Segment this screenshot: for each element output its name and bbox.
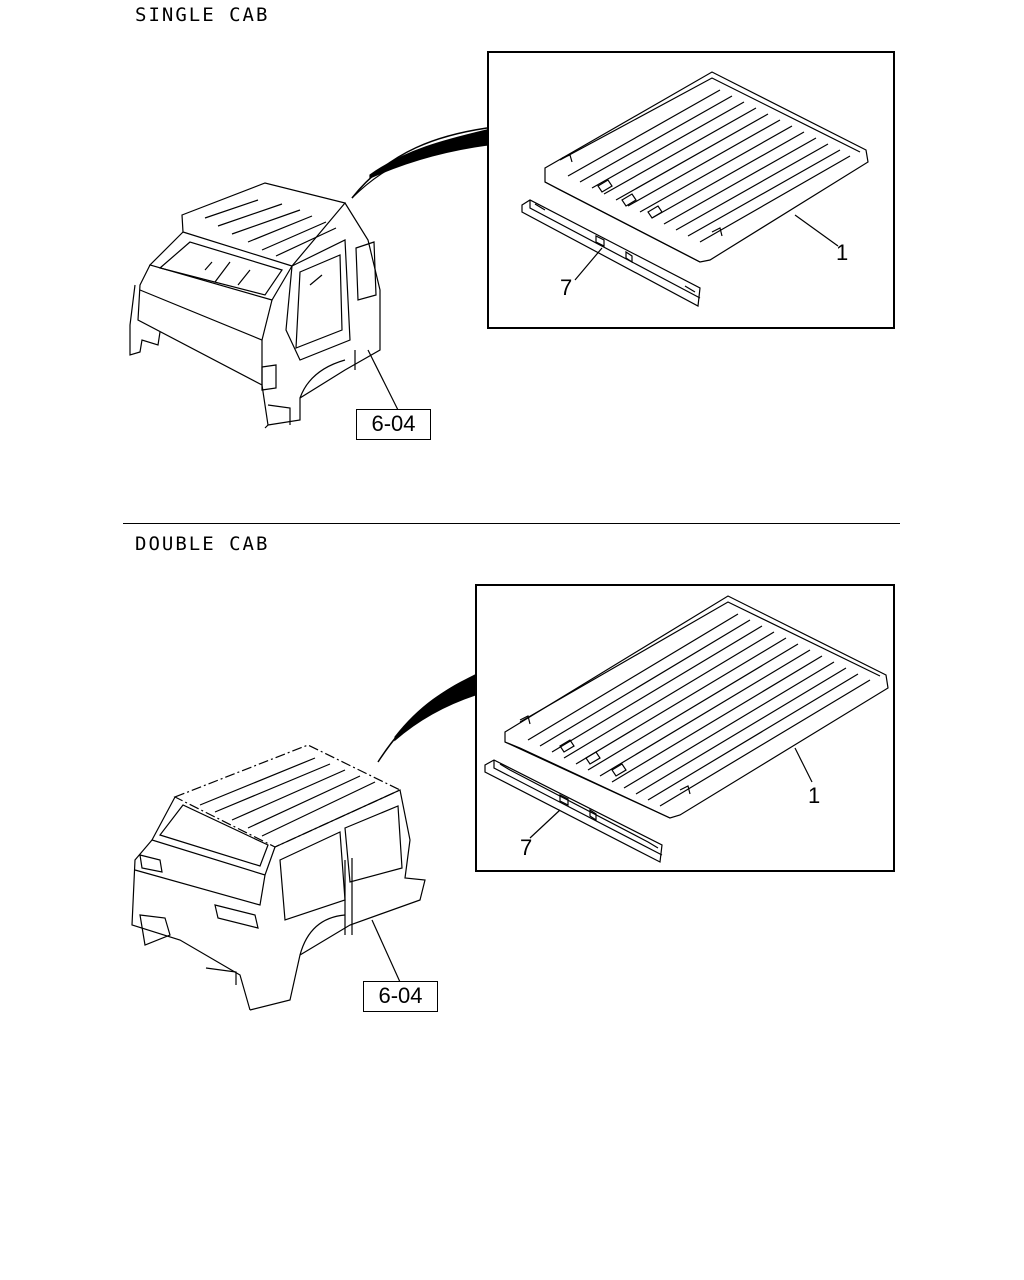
single-cab-detail-box [487, 51, 895, 329]
double-cab-reference-label[interactable]: 6-04 [363, 981, 438, 1012]
section-title-double-cab: DOUBLE CAB [135, 533, 270, 555]
double-cab-drawing [131, 674, 476, 1011]
double-cab-callout-7: 7 [520, 835, 533, 860]
single-cab-drawing [129, 127, 488, 429]
single-cab-roof-panel [521, 71, 869, 307]
double-cab-callout-1: 1 [808, 783, 821, 808]
section-divider [123, 523, 900, 524]
single-cab-callout-7: 7 [560, 275, 573, 300]
single-cab-reference-label[interactable]: 6-04 [356, 409, 431, 440]
double-cab-detail-box [475, 584, 895, 872]
single-cab-callout-1: 1 [836, 240, 849, 265]
double-cab-roof-panel [484, 595, 889, 863]
section-title-single-cab: SINGLE CAB [135, 4, 270, 26]
